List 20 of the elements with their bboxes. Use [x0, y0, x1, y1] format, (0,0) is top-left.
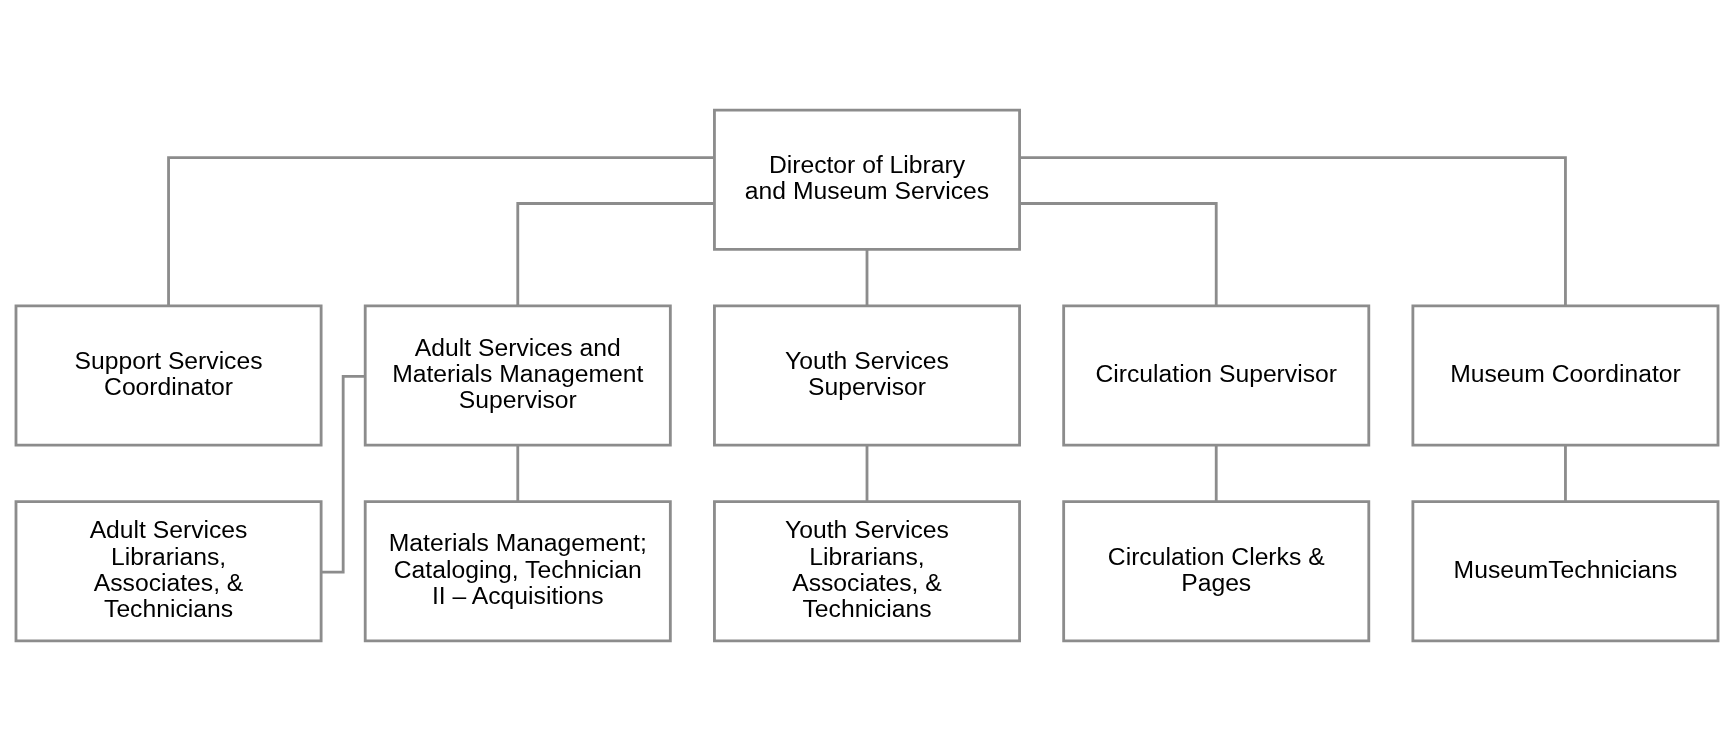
node-box: Youth Services Librarians, Associates, & Technicians	[713, 500, 1021, 643]
node-box: Adult Services and Materials Management Supervisor	[363, 304, 672, 447]
node-box: Support Services Coordinator	[14, 304, 323, 447]
connector	[1020, 156, 1567, 306]
node-box: Youth Services Supervisor	[713, 304, 1021, 447]
node-box: Museum Coordinator	[1411, 304, 1720, 447]
connector	[516, 445, 520, 501]
connector	[1214, 445, 1218, 501]
connector	[516, 202, 715, 306]
connector	[1564, 445, 1567, 501]
node-box: Director of Library and Museum Services	[713, 108, 1021, 251]
connector	[1019, 202, 1218, 306]
connector	[865, 445, 869, 501]
node-box: Circulation Supervisor	[1062, 304, 1371, 447]
connector	[865, 249, 869, 306]
connector	[167, 156, 714, 306]
node-box: Adult Services Librarians, Associates, & Technicians	[14, 500, 323, 643]
node-box: MuseumTechnicians	[1411, 500, 1720, 643]
node-box: Materials Management; Cataloging, Technician II – Acquisitions	[363, 500, 672, 643]
node-box: Circulation Clerks & Pages	[1062, 500, 1371, 643]
